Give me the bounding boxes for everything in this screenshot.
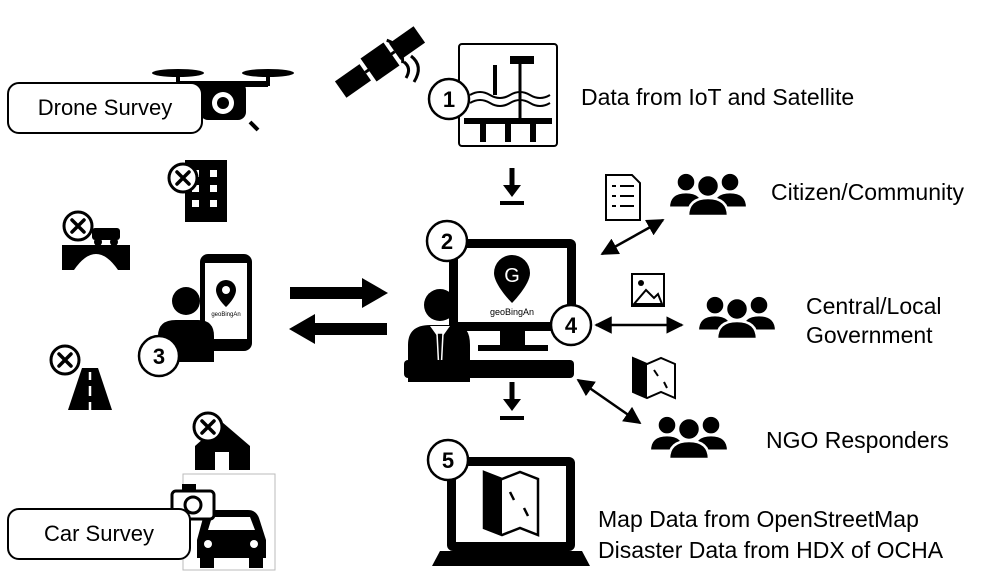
step-3-marker: 3 [137, 334, 181, 378]
desk [404, 360, 574, 378]
svg-text:1: 1 [443, 87, 455, 112]
car-survey-text: Car Survey [43, 521, 155, 546]
damaged-bridge-icon [62, 210, 130, 270]
app-name-label: geoBingAn [490, 307, 534, 317]
app-logo-pin-icon: G [494, 255, 530, 303]
government-label-line2: Government [806, 322, 933, 348]
citizen-community-label: Citizen/Community [771, 179, 964, 205]
document-checklist-icon [605, 174, 641, 221]
car-survey-label: Car Survey [7, 508, 191, 560]
disaster-data-label: Disaster Data from HDX of OCHA [598, 537, 944, 563]
car-icon [197, 510, 266, 568]
svg-text:2: 2 [441, 229, 453, 254]
svg-text:4: 4 [565, 313, 578, 338]
app-name-small-label: geoBingAn [211, 312, 240, 318]
ngo-connector-arrow [576, 378, 642, 425]
iot-sensor-station-icon [458, 43, 558, 147]
iot-satellite-label: Data from IoT and Satellite [581, 84, 855, 110]
damaged-house-icon [192, 411, 250, 470]
damaged-road-icon [49, 344, 112, 410]
down-arrow-icon [500, 168, 524, 205]
government-label-line1: Central/Local [806, 293, 942, 319]
ngo-responders-label: NGO Responders [766, 427, 949, 453]
send-arrow-icon [290, 278, 388, 308]
svg-text:5: 5 [442, 448, 454, 473]
receive-arrow-icon [289, 314, 387, 344]
folded-map-icon [632, 356, 676, 400]
step-5-marker: 5 [426, 438, 470, 482]
down-arrow-icon [500, 382, 524, 420]
citizen-group-icon [669, 173, 747, 216]
citizen-connector-arrow [600, 218, 665, 256]
svg-text:G: G [504, 265, 520, 287]
satellite-icon [334, 26, 426, 98]
drone-survey-label: Drone Survey [7, 82, 203, 134]
ngo-group-icon [650, 416, 728, 459]
map-data-label: Map Data from OpenStreetMap [598, 506, 919, 532]
drone-survey-text: Drone Survey [37, 95, 173, 120]
step-2-marker: 2 [425, 219, 469, 263]
smartphone-icon [200, 254, 252, 351]
government-group-icon [698, 296, 776, 339]
image-icon [631, 273, 665, 307]
step-4-marker: 4 [549, 303, 593, 347]
signal-waves-icon [403, 54, 420, 83]
step-1-marker: 1 [427, 77, 471, 121]
damaged-building-icon [167, 160, 227, 222]
svg-text:3: 3 [153, 344, 165, 369]
map-on-screen-icon [482, 470, 540, 537]
